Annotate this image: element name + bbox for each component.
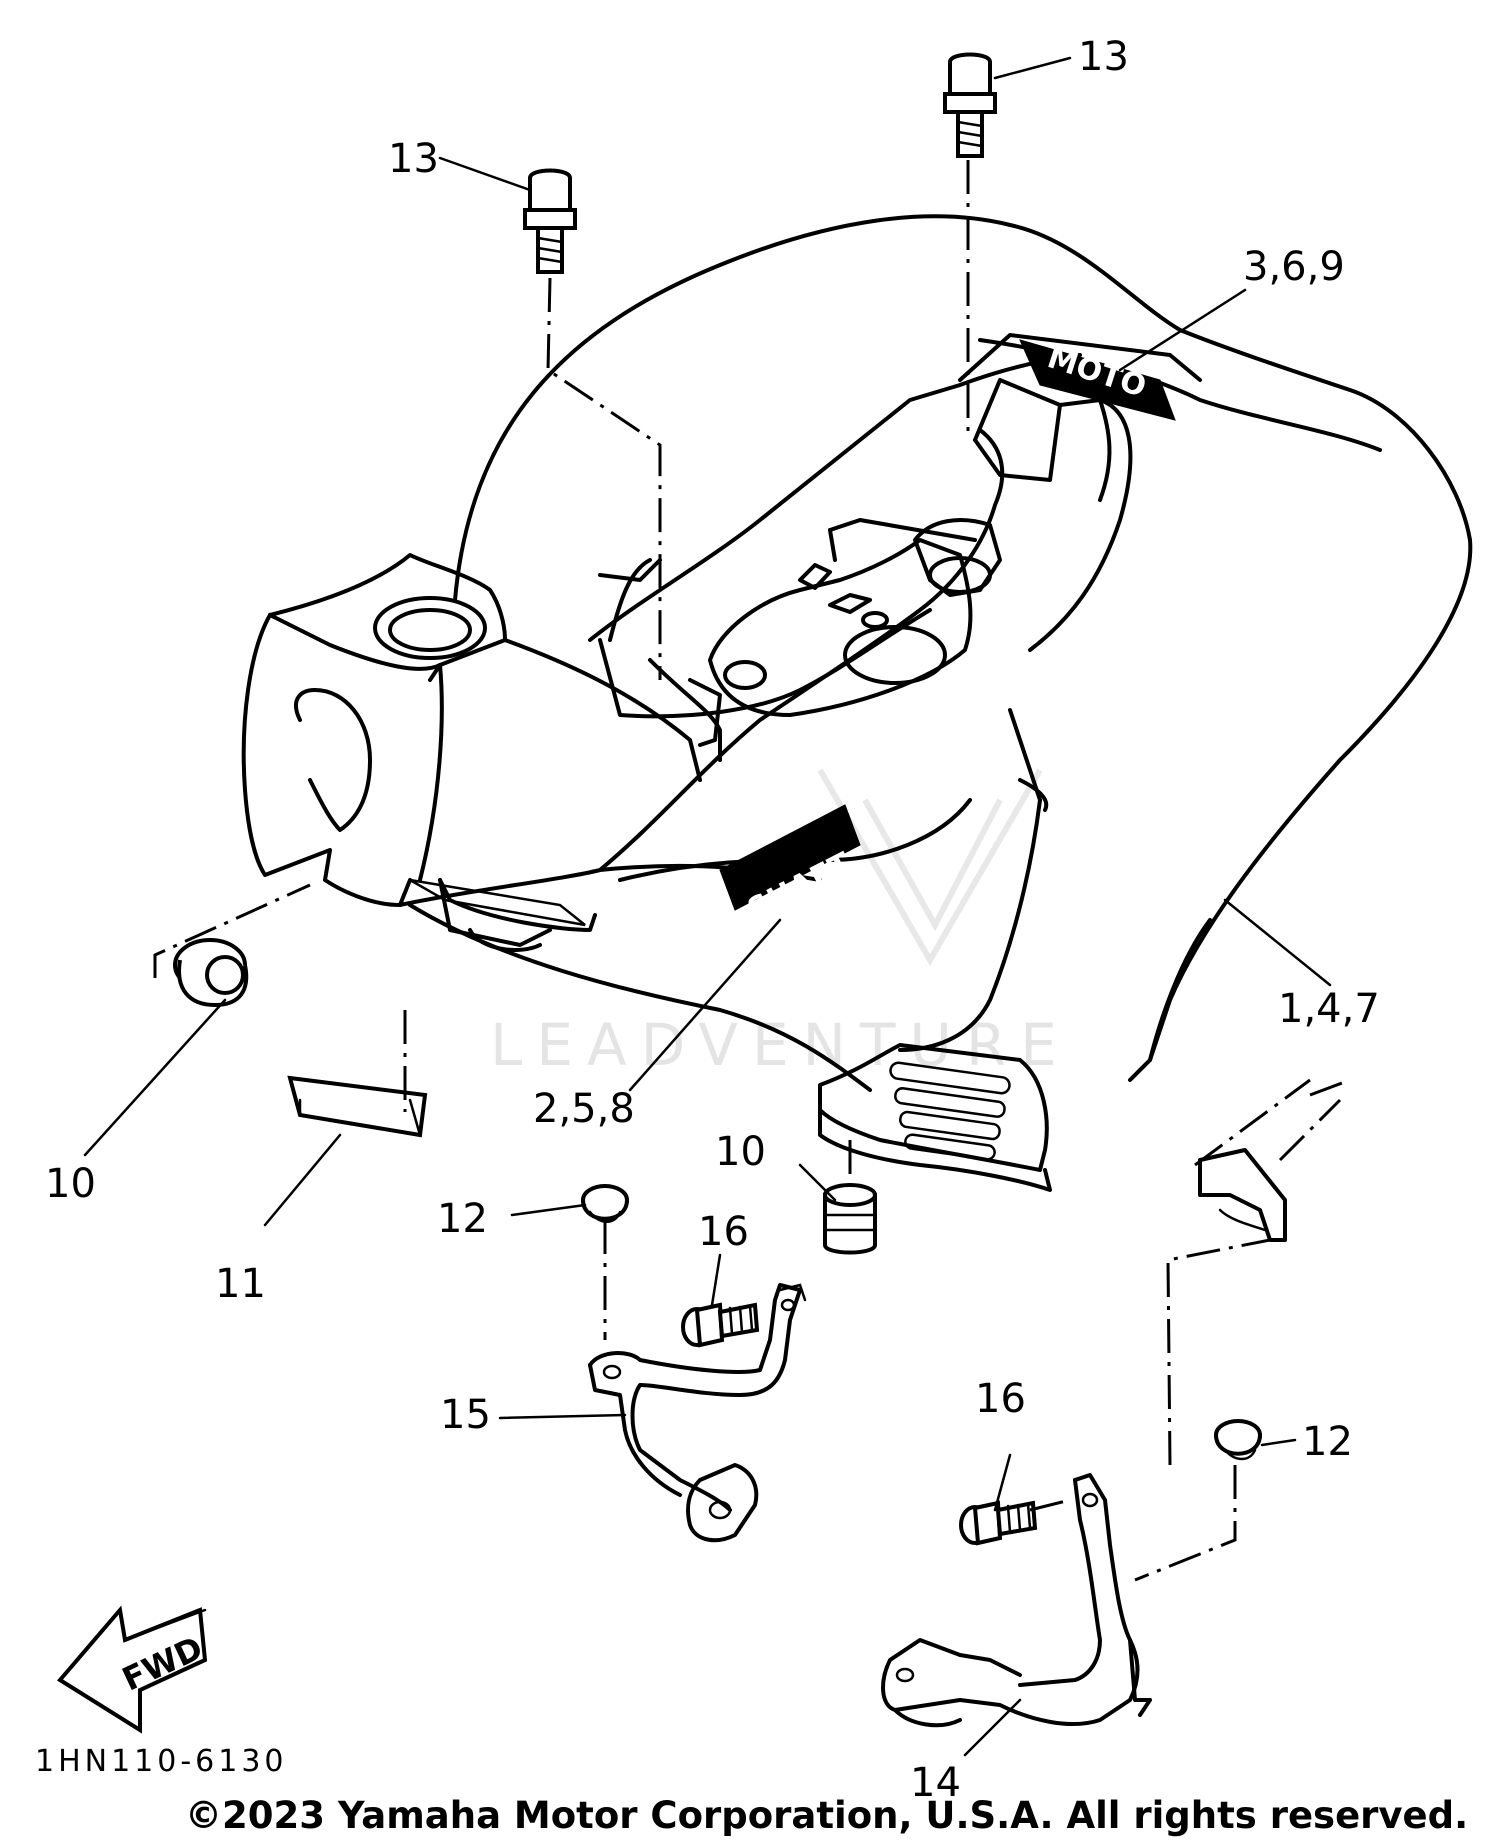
copyright-notice: ©2023 Yamaha Motor Corporation, U.S.A. A… [185, 1794, 1468, 1837]
stay-14 [881, 1473, 1152, 1728]
stay-15 [588, 1283, 807, 1543]
callouts: 13 13 3,6,9 1,4,7 2,5,8 10 10 11 12 12 1… [45, 34, 1380, 1806]
callout-14: 14 [910, 1760, 961, 1806]
cap-12-left [581, 1184, 629, 1223]
callout-12-left: 12 [437, 1196, 488, 1242]
diagram-code: 1HN110-6130 [35, 1744, 288, 1779]
fwd-arrow: FWD [56, 1605, 208, 1734]
callout-16-left: 16 [698, 1209, 749, 1255]
callout-16-right: 16 [975, 1376, 1026, 1422]
callout-3-6-9: 3,6,9 [1243, 244, 1345, 290]
leader-lines [83, 56, 1332, 1757]
frame-bracket [1194, 1078, 1351, 1242]
bolt-16-left [681, 1302, 760, 1348]
plate-11 [287, 1075, 428, 1138]
callout-11: 11 [215, 1261, 266, 1307]
watermark-text: LEADVENTURE [490, 1011, 1071, 1079]
callout-1-4-7: 1,4,7 [1278, 986, 1380, 1032]
rear-fender [241, 214, 1473, 1192]
watermark: LEADVENTURE [490, 768, 1071, 1079]
callout-2-5-8: 2,5,8 [533, 1086, 635, 1132]
callout-15: 15 [440, 1392, 491, 1438]
shaft-decal: SHAFT [719, 804, 861, 928]
bolt-13-left [523, 168, 577, 274]
grate-slots [889, 1061, 1011, 1161]
bolt-16-right [959, 1500, 1038, 1546]
callout-13-right: 13 [1078, 34, 1129, 80]
callout-13-left: 13 [388, 136, 439, 182]
bolt-13-right [943, 52, 997, 158]
grommet-10-right [823, 1183, 877, 1255]
grommet-10-left [173, 938, 249, 1008]
callout-10-right: 10 [715, 1129, 766, 1175]
callout-10-left: 10 [45, 1161, 96, 1207]
assembly-lines [153, 160, 1271, 1582]
callout-12-right: 12 [1302, 1419, 1353, 1465]
cap-12-right [1214, 1419, 1262, 1461]
